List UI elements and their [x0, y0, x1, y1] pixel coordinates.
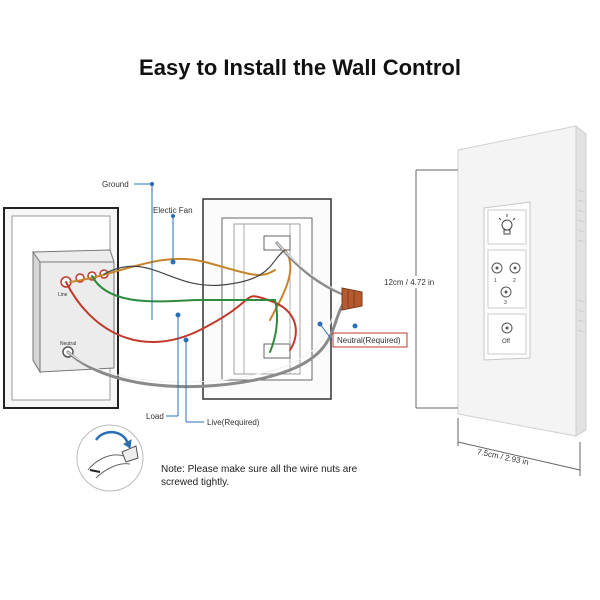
ground-label: Ground — [102, 180, 129, 189]
live-label: Live(Required) — [207, 418, 260, 427]
wire-nut — [341, 287, 363, 311]
off-label: Off — [502, 339, 510, 345]
wire-red — [65, 281, 269, 343]
fan-speed-3-icon — [500, 286, 512, 298]
width-label: 7.5cm / 2.93 in — [476, 447, 529, 467]
rotate-arrow-icon — [94, 431, 130, 445]
electric-fan-label: Electic Fan — [153, 206, 193, 215]
leader-lines — [134, 181, 358, 423]
height-label-bg — [382, 276, 454, 288]
terminal-neutral-label: Neutral — [60, 341, 76, 347]
load-label: Load — [146, 412, 164, 421]
wire-gray-neutral — [66, 298, 348, 388]
height-dimension — [415, 169, 458, 409]
terminal-line-label: Line — [58, 292, 68, 298]
fan-off-icon — [501, 322, 513, 334]
tighten-illustration — [76, 424, 144, 492]
speed-1-label: 1 — [494, 278, 497, 284]
light-bulb-icon — [498, 214, 516, 235]
neutral-label: Neutral(Required) — [337, 336, 401, 345]
page-title: Easy to Install the Wall Control — [139, 55, 461, 80]
fan-speed-2-icon — [509, 262, 521, 274]
off-button: Off — [487, 313, 527, 355]
wire-green — [91, 275, 276, 303]
note-line-1: Note: Please make sure all the wire nuts… — [161, 464, 358, 475]
wire-brown — [69, 257, 276, 283]
light-button — [487, 209, 527, 245]
height-label: 12cm / 4.72 in — [384, 278, 434, 287]
speed-buttons: 1 2 3 — [487, 249, 527, 309]
wires — [65, 241, 348, 388]
speed-3-label: 3 — [504, 300, 507, 306]
control-module: Line Neutral — [32, 249, 115, 374]
speed-2-label: 2 — [513, 278, 516, 284]
fan-speed-1-icon — [491, 262, 503, 274]
note-line-2: screwed tightly. — [161, 477, 229, 488]
width-dimension — [457, 418, 581, 476]
neutral-callout: Neutral(Required) — [332, 332, 408, 348]
